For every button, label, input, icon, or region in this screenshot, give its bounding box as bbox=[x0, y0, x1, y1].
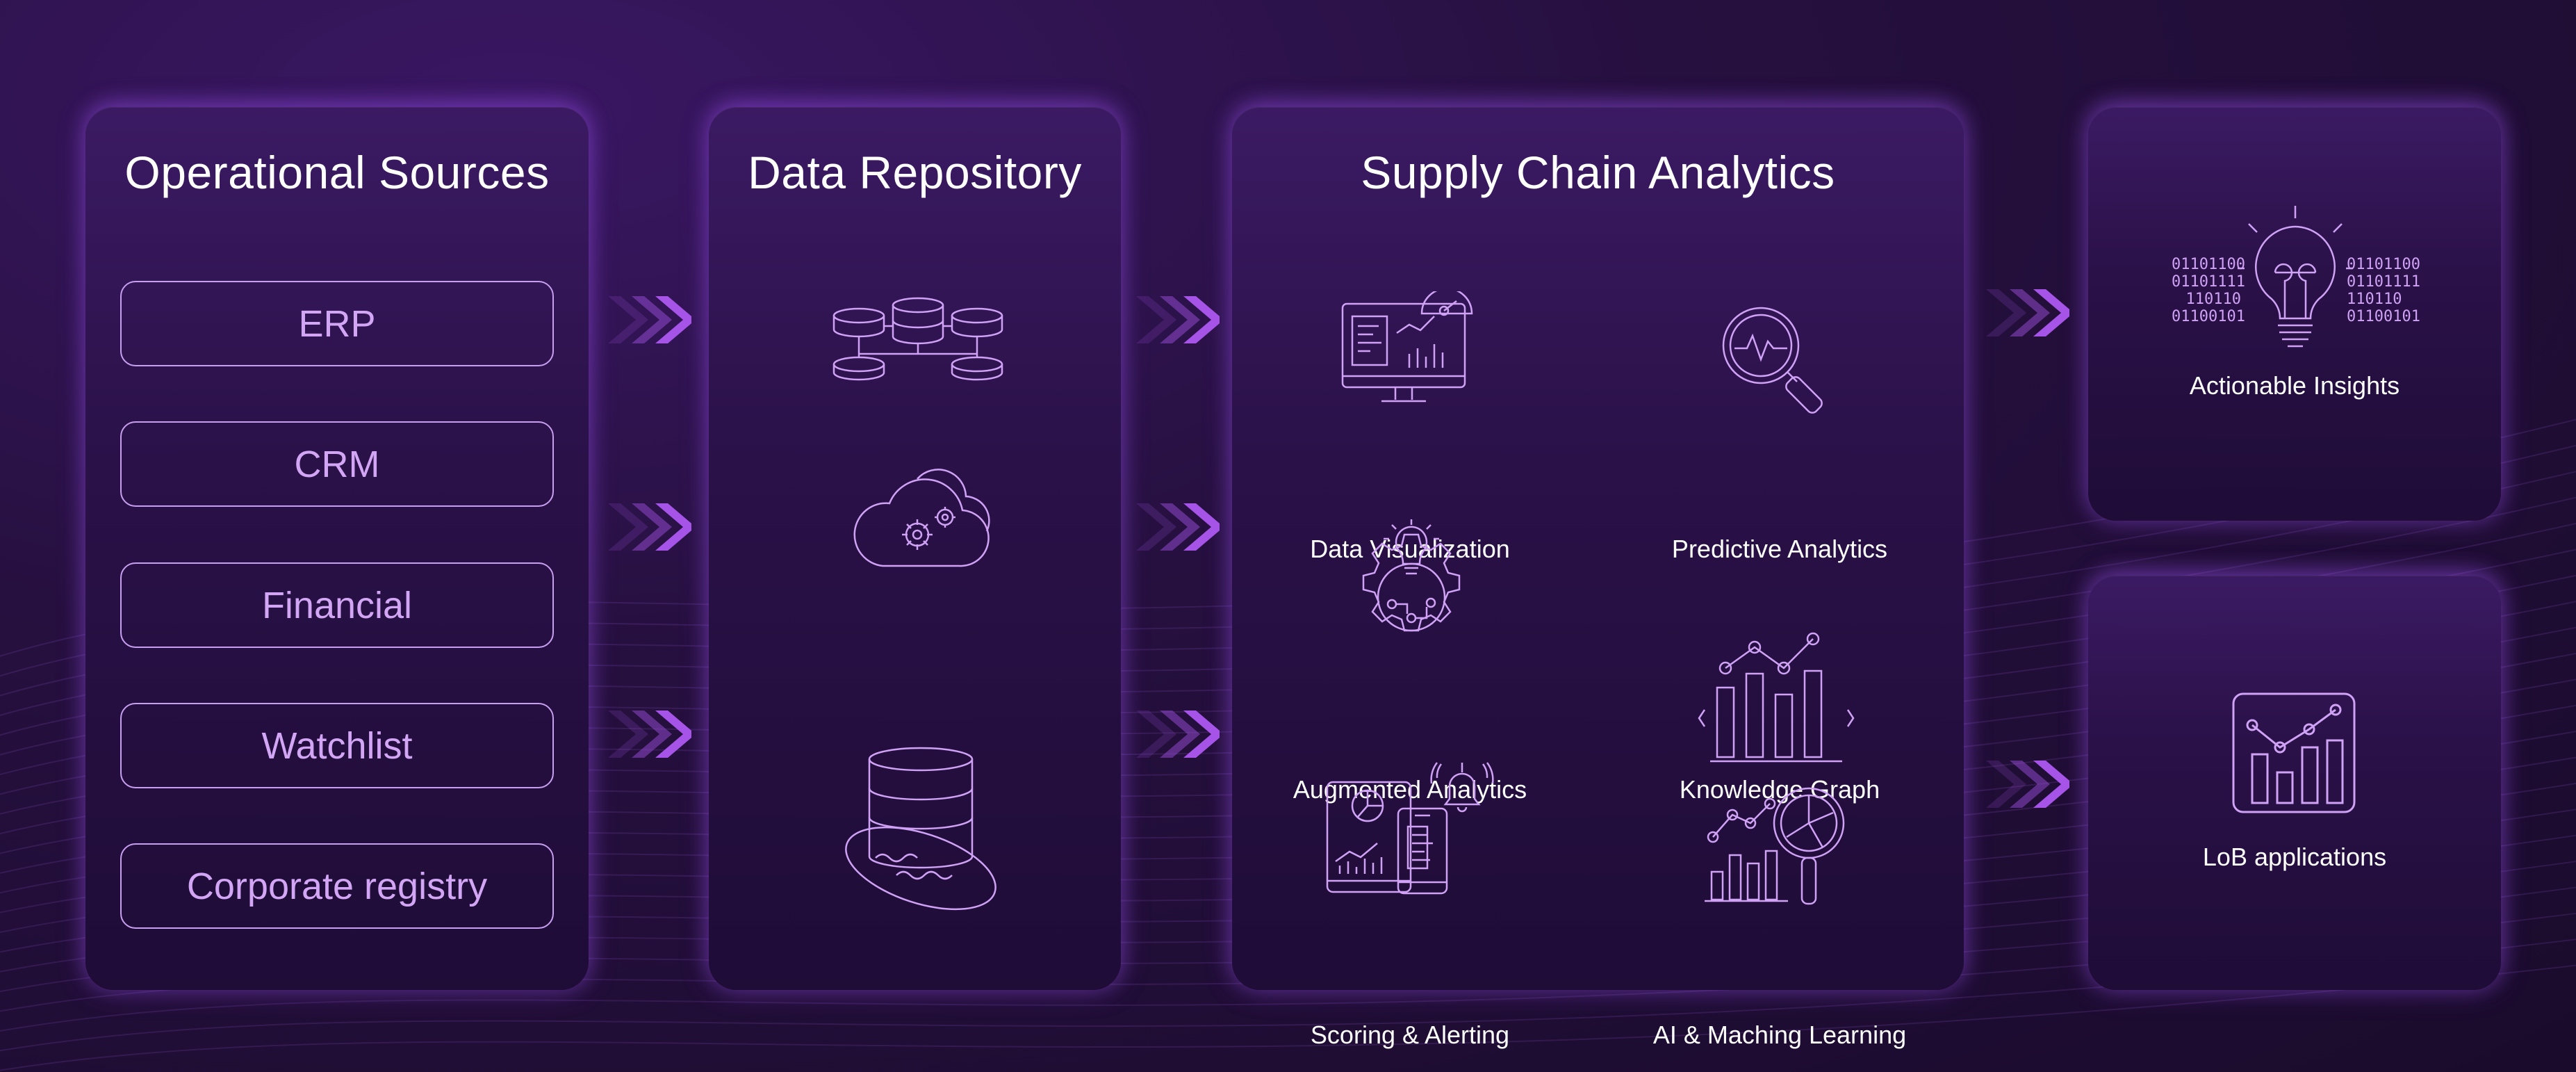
lightbulb-binary-icon bbox=[2236, 204, 2354, 350]
operational-sources-title: Operational Sources bbox=[124, 147, 550, 198]
magnifier-pulse-icon bbox=[1721, 305, 1832, 416]
source-erp[interactable]: ERP bbox=[120, 281, 554, 366]
bar-line-graph-icon bbox=[1696, 632, 1856, 764]
source-label: ERP bbox=[298, 302, 376, 345]
chevron-icon bbox=[2010, 761, 2050, 808]
source-watchlist[interactable]: Watchlist bbox=[120, 703, 554, 788]
feature-label-data-visualization: Data Visualization bbox=[1310, 535, 1510, 563]
chevron-icon bbox=[2010, 289, 2050, 336]
chevron-icon bbox=[2033, 289, 2069, 336]
feature-label-ai-machine-learning: AI & Maching Learning bbox=[1652, 1021, 1907, 1049]
data-lake-icon bbox=[841, 820, 1001, 917]
flow-arrow-icon bbox=[1979, 756, 2069, 812]
cloud-gears-icon bbox=[848, 451, 994, 576]
source-crm[interactable]: CRM bbox=[120, 421, 554, 507]
chevron-icon bbox=[632, 710, 672, 758]
gear-lightbulb-icon bbox=[1342, 514, 1481, 660]
flow-arrow-icon bbox=[601, 292, 691, 348]
monitor-dashboard-icon bbox=[1340, 291, 1479, 409]
data-repository-title: Data Repository bbox=[748, 147, 1082, 198]
database-icon bbox=[865, 745, 976, 870]
binary-left: 01101100 01101111 110110 01100101 bbox=[2172, 256, 2245, 325]
chevron-icon bbox=[655, 503, 691, 551]
binary-line: 01101111 bbox=[2347, 273, 2420, 291]
chevron-icon bbox=[1183, 296, 1220, 343]
flow-arrow-icon bbox=[601, 499, 691, 555]
flow-arrow-icon bbox=[601, 706, 691, 762]
database-cluster-icon bbox=[831, 295, 1005, 385]
chevron-icon bbox=[1160, 710, 1200, 758]
flow-arrow-icon bbox=[1129, 706, 1220, 762]
binary-line: 110110 bbox=[2347, 291, 2402, 308]
chart-magnifier-icon bbox=[1705, 774, 1851, 913]
chevron-icon bbox=[1136, 296, 1176, 343]
chevron-icon bbox=[1160, 296, 1200, 343]
chevron-icon bbox=[1136, 710, 1176, 758]
chevron-icon bbox=[1986, 761, 2026, 808]
chevron-icon bbox=[655, 296, 691, 343]
binary-line: 01100101 bbox=[2347, 308, 2420, 325]
source-corporate-registry[interactable]: Corporate registry bbox=[120, 843, 554, 929]
binary-line: 01101100 bbox=[2172, 256, 2245, 273]
chevron-icon bbox=[1136, 503, 1176, 551]
binary-line: 01101111 bbox=[2172, 273, 2245, 291]
chevron-icon bbox=[1986, 289, 2026, 336]
source-label: CRM bbox=[294, 443, 380, 485]
chevron-icon bbox=[1183, 710, 1220, 758]
supply-chain-analytics-panel: Supply Chain Analytics Data Visualizatio… bbox=[1232, 107, 1964, 1049]
operational-sources-panel: Operational Sources ERP CRM Financial Wa… bbox=[85, 107, 589, 990]
chevron-icon bbox=[655, 710, 691, 758]
source-label: Financial bbox=[261, 584, 413, 626]
actionable-insights-label: Actionable Insights bbox=[2189, 371, 2400, 400]
binary-line: 110110 bbox=[2185, 291, 2241, 308]
binary-right: 01101100 01101111 110110 01100101 bbox=[2347, 256, 2423, 325]
chevron-icon bbox=[608, 710, 648, 758]
bar-chart-app-icon bbox=[2231, 692, 2356, 814]
chevron-icon bbox=[2033, 761, 2069, 808]
supply-chain-analytics-title: Supply Chain Analytics bbox=[1361, 147, 1835, 198]
chevron-icon bbox=[608, 503, 648, 551]
source-label: Watchlist bbox=[261, 724, 413, 767]
chevron-icon bbox=[1183, 503, 1220, 551]
background-wave-line bbox=[0, 912, 2576, 1032]
chevron-icon bbox=[632, 296, 672, 343]
background-wave-line bbox=[0, 939, 2576, 1052]
chevron-icon bbox=[1160, 503, 1200, 551]
feature-label-knowledge-graph: Knowledge Graph bbox=[1679, 775, 1880, 804]
source-financial[interactable]: Financial bbox=[120, 562, 554, 648]
lob-applications-label: LoB applications bbox=[2202, 843, 2387, 871]
feature-label-predictive-analytics: Predictive Analytics bbox=[1671, 535, 1888, 563]
source-label: Corporate registry bbox=[186, 865, 488, 907]
feature-label-scoring-alerting: Scoring & Alerting bbox=[1310, 1021, 1510, 1049]
devices-bell-icon bbox=[1326, 757, 1500, 896]
chevron-icon bbox=[608, 296, 648, 343]
actionable-insights-panel: 01101100 01101111 110110 01100101 011011… bbox=[2088, 107, 2501, 521]
binary-line: 01100101 bbox=[2172, 308, 2245, 325]
flow-arrow-icon bbox=[1129, 292, 1220, 348]
flow-arrow-icon bbox=[1979, 285, 2069, 341]
binary-line: 01101100 bbox=[2347, 256, 2420, 273]
chevron-icon bbox=[632, 503, 672, 551]
data-repository-panel: Data Repository bbox=[709, 107, 1121, 990]
background-wave-line bbox=[0, 964, 2576, 1071]
lob-applications-panel: LoB applications bbox=[2088, 576, 2501, 990]
flow-arrow-icon bbox=[1129, 499, 1220, 555]
